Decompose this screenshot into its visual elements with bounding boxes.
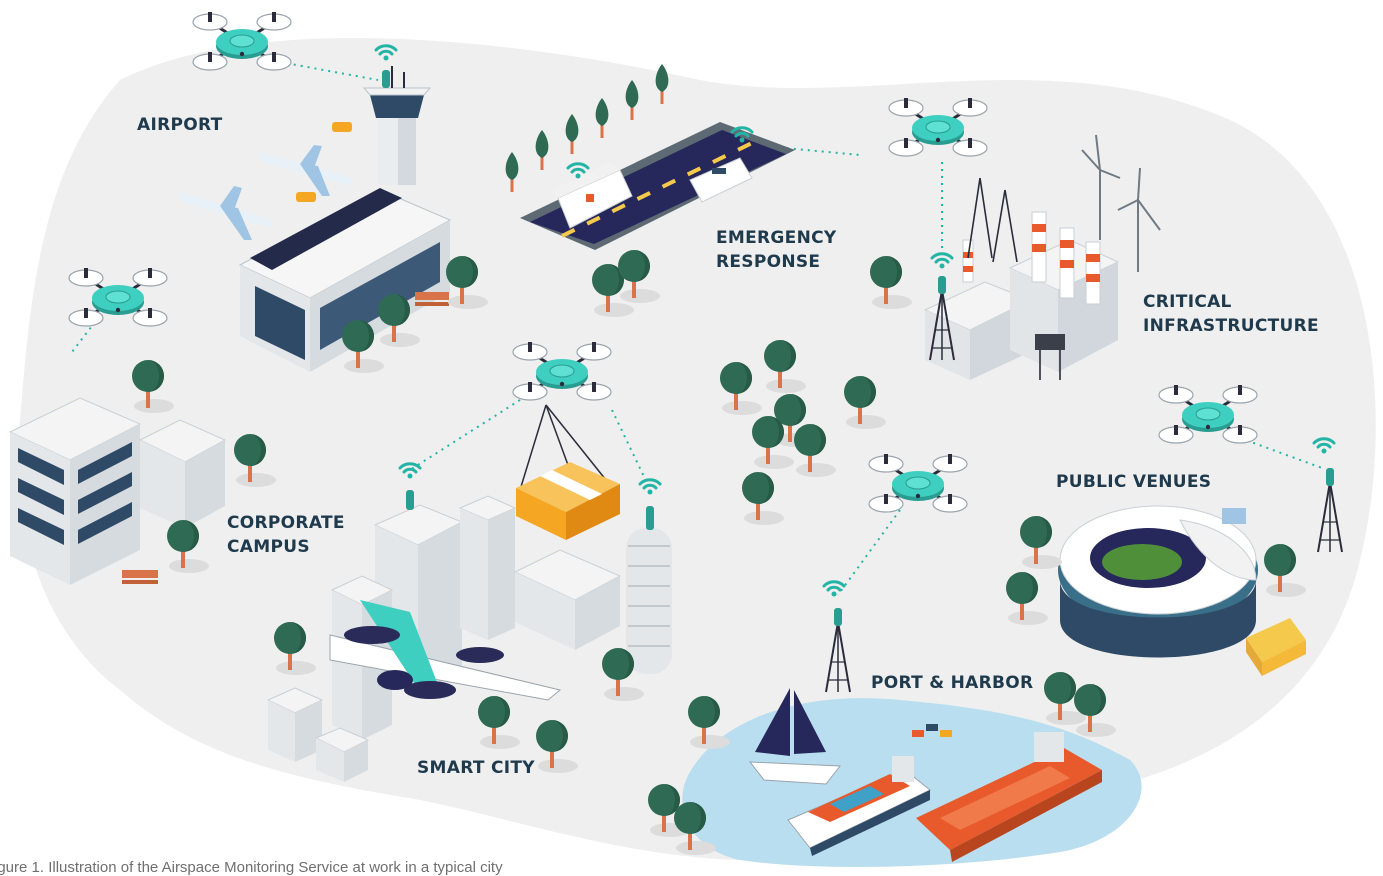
ground-vehicle-icon: [332, 122, 352, 132]
tanker-ship-icon: [916, 732, 1102, 862]
bus-icon: [1246, 618, 1306, 676]
wind-turbine-icon: [1081, 134, 1121, 240]
stadium-group: [1058, 505, 1306, 676]
label-corporate-campus: CORPORATE CAMPUS: [227, 511, 345, 559]
label-airport: AIRPORT: [137, 115, 223, 135]
corporate-campus-group: [8, 397, 227, 585]
bench-icon: [415, 292, 449, 306]
antennas: [374, 44, 1343, 693]
wind-turbine-icon: [1117, 167, 1161, 272]
label-port-harbor: PORT & HARBOR: [871, 673, 1034, 693]
label-line: CORPORATE: [227, 513, 345, 533]
harbor-group: [748, 688, 1102, 862]
label-line: RESPONSE: [716, 252, 821, 272]
airplane-icon: [262, 145, 352, 196]
bench-icon: [122, 570, 158, 584]
container-ship-icon: [787, 756, 931, 856]
airport-group: [182, 66, 452, 372]
cargo-containers-icon: [912, 724, 952, 737]
ambulance-icon: [552, 162, 633, 229]
label-public-venues: PUBLIC VENUES: [1056, 472, 1212, 492]
airplane-icon: [182, 186, 272, 240]
evtol-aircraft-icon: [329, 600, 562, 701]
package-delivery-icon: [516, 404, 620, 540]
label-line: CAMPUS: [227, 537, 310, 557]
signal-links: [71, 61, 1323, 596]
emergency-road: [520, 122, 795, 250]
label-line: EMERGENCY: [716, 228, 837, 248]
water-tank-icon: [1035, 334, 1065, 350]
label-line: CRITICAL: [1143, 292, 1232, 312]
label-emergency-response: EMERGENCY RESPONSE: [716, 226, 837, 274]
police-car-icon: [689, 157, 753, 203]
label-line: INFRASTRUCTURE: [1143, 316, 1319, 336]
sailboat-icon: [748, 688, 841, 785]
label-critical-infrastructure: CRITICAL INFRASTRUCTURE: [1143, 290, 1319, 338]
figure-caption: igure 1. Illustration of the Airspace Mo…: [0, 859, 503, 876]
label-smart-city: SMART CITY: [417, 758, 535, 778]
smart-city-group: [266, 404, 672, 782]
ground-vehicle-icon: [296, 192, 316, 202]
scoreboard-icon: [1222, 508, 1246, 524]
